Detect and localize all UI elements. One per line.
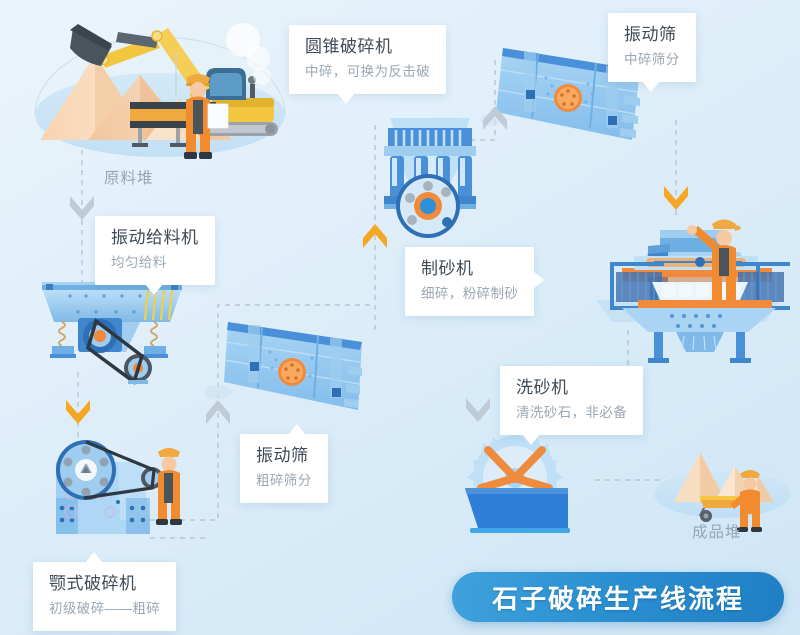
node-subtitle: 细碎，粉碎制砂 xyxy=(421,285,519,301)
vibrating-screen-coarse-illustration xyxy=(204,322,362,410)
vibrating-feeder-illustration xyxy=(42,282,182,385)
card-tail xyxy=(533,271,545,289)
node-title: 洗砂机 xyxy=(516,378,569,397)
node-subtitle: 初级破碎——粗碎 xyxy=(49,600,161,616)
worker-figure-icon xyxy=(156,448,182,525)
node-subtitle: 中碎筛分 xyxy=(624,51,680,67)
node-title: 振动筛 xyxy=(256,446,309,465)
node-card-vibrating-feeder[interactable]: 振动给料机 均匀给料 xyxy=(95,216,215,295)
jaw-crusher-illustration xyxy=(56,440,182,534)
card-tail xyxy=(145,283,163,295)
node-title: 圆锥破碎机 xyxy=(305,37,393,56)
sand-washer-illustration xyxy=(465,430,570,533)
node-subtitle: 粗碎筛分 xyxy=(256,472,312,488)
title-badge: 石子破碎生产线流程 xyxy=(452,572,784,622)
card-tail xyxy=(85,552,103,563)
cone-crusher-illustration xyxy=(384,118,476,238)
worker-figure-icon xyxy=(184,74,229,159)
flow-arrow-icons xyxy=(66,106,688,424)
worker-figure-icon xyxy=(687,219,741,300)
node-card-jaw-crusher[interactable]: 颚式破碎机 初级破碎——粗碎 xyxy=(33,552,177,631)
card-tail xyxy=(337,92,355,104)
sand-making-machine-illustration xyxy=(596,219,790,363)
card-tail xyxy=(642,80,660,92)
title-badge-text: 石子破碎生产线流程 xyxy=(491,583,744,614)
node-title: 振动给料机 xyxy=(111,228,199,247)
node-card-sand-making-machine[interactable]: 制砂机 细碎，粉碎制砂 xyxy=(405,247,545,316)
finished-product-scene xyxy=(654,452,791,532)
node-card-cone-crusher[interactable]: 圆锥破碎机 中碎，可换为反击破 xyxy=(289,25,447,104)
card-tail xyxy=(288,424,306,435)
node-subtitle: 清洗砂石，非必备 xyxy=(516,404,628,420)
node-card-vibrating-screen-medium[interactable]: 振动筛 中碎筛分 xyxy=(608,13,696,92)
node-card-sand-washer[interactable]: 洗砂机 清洗砂石，非必备 xyxy=(500,366,644,445)
caption-finished-product-pile: 成品堆 xyxy=(692,524,742,541)
worker-figure-icon xyxy=(730,470,762,532)
raw-material-scene xyxy=(34,23,286,159)
node-title: 制砂机 xyxy=(421,259,474,278)
node-subtitle: 中碎，可换为反击破 xyxy=(305,63,431,79)
caption-raw-material-pile: 原料堆 xyxy=(104,170,154,187)
node-card-vibrating-screen-coarse[interactable]: 振动筛 粗碎筛分 xyxy=(240,424,328,503)
vibrating-screen-medium-illustration xyxy=(480,48,640,140)
card-tail xyxy=(522,433,540,445)
node-title: 振动筛 xyxy=(624,25,677,44)
node-title: 颚式破碎机 xyxy=(49,574,137,593)
node-subtitle: 均匀给料 xyxy=(111,254,167,270)
